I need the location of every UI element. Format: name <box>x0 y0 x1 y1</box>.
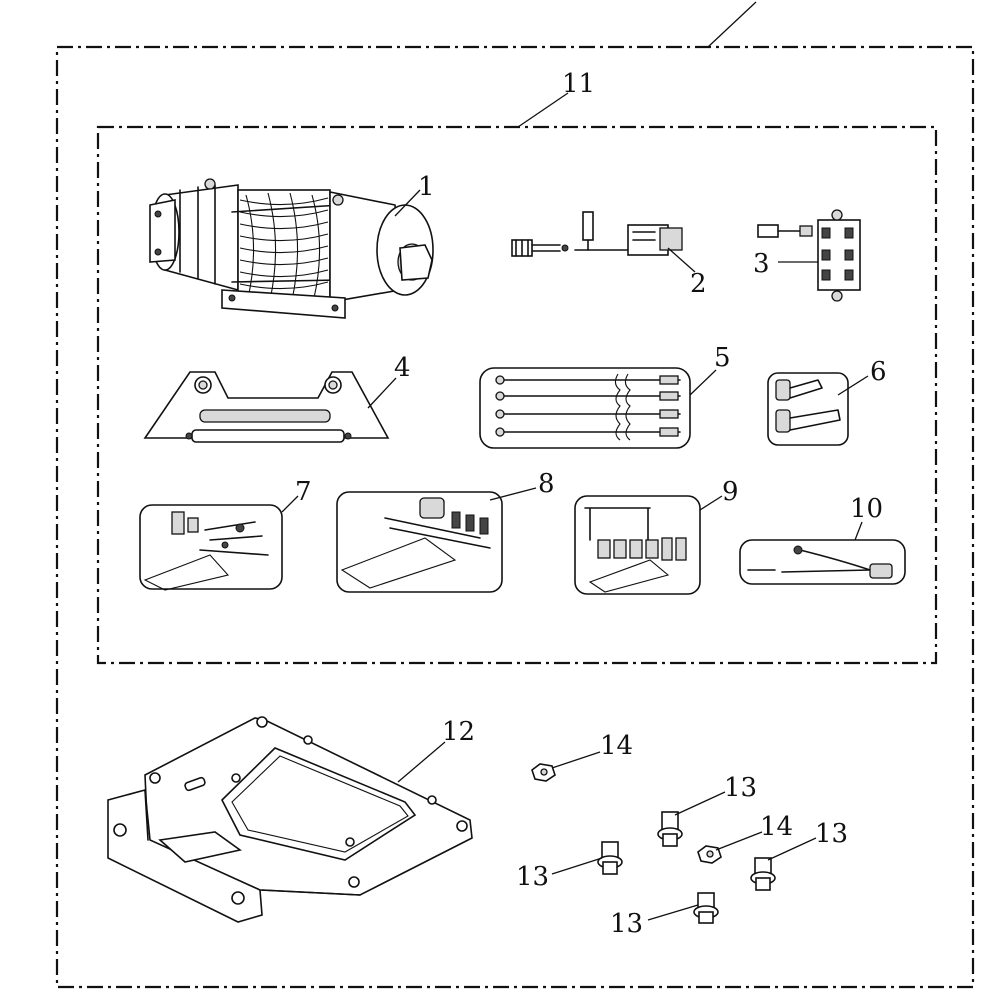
hardware-bag-8-drawing <box>336 491 503 593</box>
callout-2-leader <box>667 247 696 273</box>
callout-1-leader <box>394 189 421 217</box>
callout-9: 9 <box>722 477 739 507</box>
callout-5-leader <box>689 369 717 396</box>
winch-drawing <box>149 178 434 319</box>
bolt-13b-drawing <box>597 841 623 875</box>
fairlead-plate-drawing <box>143 371 390 443</box>
bolt-13d-drawing <box>693 892 719 924</box>
switch-bracket-drawing <box>767 372 849 446</box>
outer-assembly-frame <box>55 45 975 989</box>
kit-box-frame <box>96 125 938 665</box>
bolt-13a-drawing <box>657 811 683 847</box>
callout-2: 2 <box>690 269 707 299</box>
callout-12-leader <box>397 741 446 783</box>
callout-6: 6 <box>870 357 887 387</box>
callout-14a-leader <box>551 751 601 769</box>
callout-13c-leader <box>767 837 817 861</box>
hardware-bag-9-drawing <box>574 495 701 595</box>
callout-4: 4 <box>394 353 411 383</box>
callout-11: 11 <box>562 69 595 99</box>
callout-10-leader <box>854 521 863 541</box>
callout-5: 5 <box>714 343 731 373</box>
callout-10: 10 <box>850 494 883 524</box>
bolt-13c-drawing <box>750 857 776 891</box>
callout-6-leader <box>837 375 869 396</box>
callout-13c: 13 <box>815 819 848 849</box>
callout-13b: 13 <box>516 862 549 892</box>
hardware-bag-7-drawing <box>139 504 283 591</box>
contactor-drawing <box>757 209 861 302</box>
callout-1: 1 <box>418 172 435 202</box>
callout-7-leader <box>281 495 299 513</box>
wiring-harness-drawing <box>511 211 683 257</box>
callout-14b: 14 <box>760 812 793 842</box>
callout-9-leader <box>699 495 723 511</box>
hook-strap-drawing <box>739 539 906 585</box>
callout-8: 8 <box>538 469 555 499</box>
callout-7: 7 <box>295 477 312 507</box>
callout-14b-leader <box>715 831 763 851</box>
callout-12: 12 <box>442 717 475 747</box>
outer-frame-leader <box>707 1 757 48</box>
callout-13d-leader <box>647 904 699 921</box>
callout-11-leader <box>517 92 569 128</box>
callout-8-leader <box>489 487 537 501</box>
callout-13b-leader <box>551 857 603 875</box>
callout-4-leader <box>367 377 397 409</box>
callout-13a-leader <box>674 791 726 816</box>
nut-14a-drawing <box>531 763 556 782</box>
callout-3: 3 <box>753 249 770 279</box>
mounting-plate-drawing <box>107 716 473 923</box>
callout-13a: 13 <box>724 773 757 803</box>
cable-set-drawing <box>479 367 691 449</box>
nut-14b-drawing <box>697 845 722 864</box>
callout-13d: 13 <box>610 909 643 939</box>
callout-14a: 14 <box>600 731 633 761</box>
